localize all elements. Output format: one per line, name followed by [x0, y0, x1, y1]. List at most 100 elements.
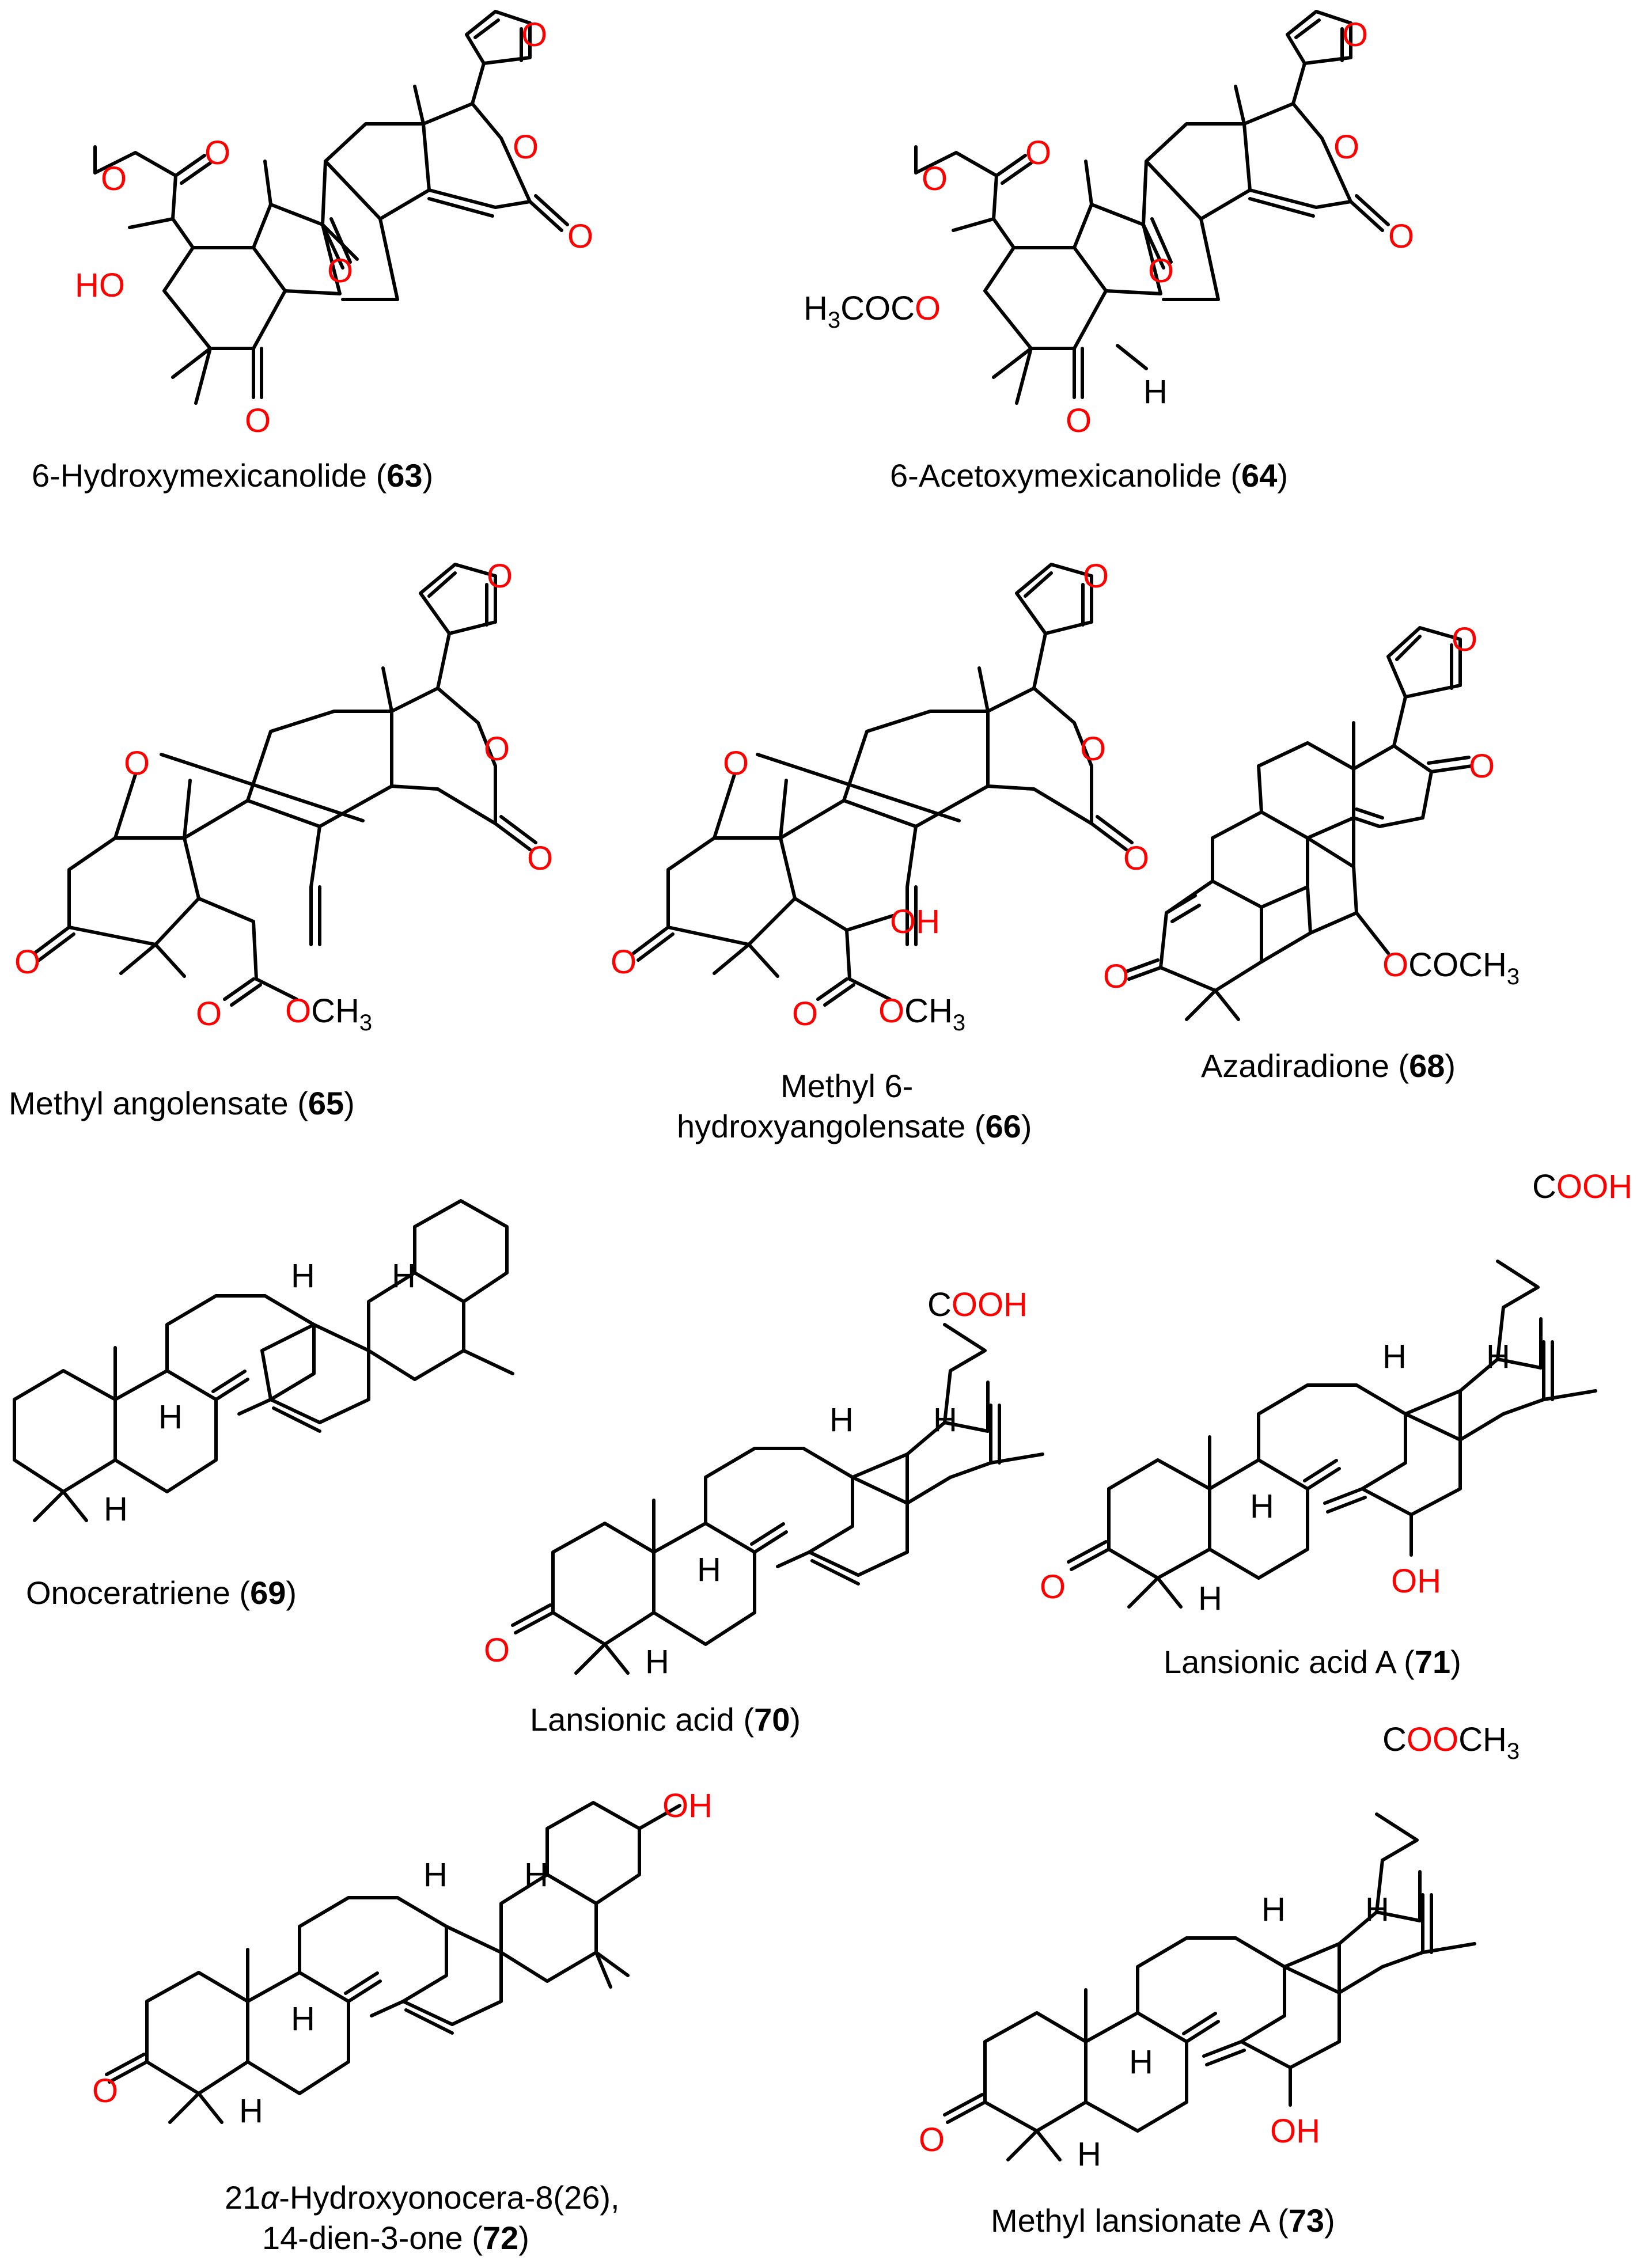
caption-66-line1: Methyl 6- [780, 1068, 913, 1104]
atom-h2-73: H [1365, 1891, 1389, 1928]
atom-o-lactone-carbonyl-63: O [567, 218, 593, 255]
atom-h4-71: H [1198, 1580, 1222, 1617]
acetoxy-coc-64: COC [840, 290, 915, 327]
caption-72-line2: 14-dien-3-one (72) [262, 2220, 529, 2256]
ester-oo-73: OO [1407, 1721, 1458, 1758]
ester-ch-73: CH [1458, 1721, 1507, 1758]
atom-o-ketone-66: O [611, 943, 636, 981]
ester-group-73: COOCH3 [1382, 1721, 1520, 1764]
structure-71: O COOH OH H H H H Lansionic acid A (71) [1040, 1168, 1632, 1680]
atom-h1-72: H [423, 1856, 448, 1894]
atom-h2-69: H [392, 1257, 416, 1295]
atom-o-furan-66: O [1083, 557, 1109, 595]
caption-71-name: Lansionic acid A ( [1164, 1644, 1415, 1680]
caption-69-close: ) [286, 1575, 297, 1611]
atom-oh-66: OH [890, 903, 940, 940]
caption-68-name: Azadiradione ( [1201, 1048, 1409, 1084]
caption-72-name: 14-dien-3-one ( [262, 2220, 483, 2256]
atom-o-ester-63: O [101, 160, 127, 198]
methoxy-sub3-66: 3 [953, 1010, 965, 1036]
atom-oh-73: OH [1270, 2112, 1320, 2150]
atom-h3-70: H [697, 1551, 721, 1588]
atom-o-ester-65: O [196, 995, 222, 1033]
caption-72-rest: -Hydroxyonocera-8(26), [279, 2179, 619, 2216]
atom-o-ester-64: O [922, 160, 948, 198]
carboxy-ooh-71: OOH [1556, 1168, 1632, 1205]
atom-h2-72: H [524, 1856, 548, 1894]
compound-number-69: 69 [250, 1575, 286, 1611]
methoxy-group-66: OCH3 [878, 992, 965, 1036]
caption-72-alpha: α [260, 2179, 280, 2216]
methoxy-sub3-65: 3 [359, 1010, 372, 1036]
acetoxy-o-68: O [1382, 946, 1408, 984]
atom-o-furan-65: O [487, 557, 513, 595]
compound-number-70: 70 [754, 1701, 790, 1738]
caption-72-close: ) [518, 2220, 529, 2256]
caption-69-name: Onoceratriene ( [26, 1575, 250, 1611]
structure-69: H H H H Onoceratriene (69) [13, 1199, 514, 1611]
atom-o-furan-64: O [1342, 16, 1368, 54]
atom-h3-72: H [291, 2000, 315, 2038]
atom-o-lactone-carbonyl-66: O [1123, 840, 1149, 877]
atom-o-lactone-63: O [513, 128, 539, 166]
atom-o-carbonyl-63: O [204, 134, 230, 172]
caption-71-close: ) [1450, 1644, 1461, 1680]
atom-h2-70: H [933, 1401, 957, 1439]
caption-70: Lansionic acid (70) [530, 1701, 801, 1738]
atom-h2-71: H [1486, 1338, 1510, 1375]
atom-o-epoxy-66: O [723, 745, 749, 782]
methoxy-ch-66: CH [904, 992, 953, 1030]
acetoxy-group-68: OCOCH3 [1382, 946, 1520, 989]
caption-69: Onoceratriene (69) [26, 1575, 297, 1611]
atom-o-bridge-ketone-63: O [327, 252, 353, 290]
atom-h4-69: H [104, 1490, 128, 1528]
atom-o-ketone-63: O [245, 402, 271, 439]
caption-70-name: Lansionic acid ( [530, 1701, 754, 1738]
caption-63-close: ) [423, 457, 434, 494]
structure-64: O O H3COCO O O H O O O 6-Acetoxymexicano… [804, 10, 1414, 494]
atom-h1-69: H [291, 1257, 315, 1295]
atom-o-ketone-73: O [919, 2121, 945, 2159]
carboxy-group-70: COOH [927, 1286, 1028, 1323]
atom-o-bridge-ketone-64: O [1148, 252, 1174, 290]
caption-66-line2: hydroxyangolensate (66) [677, 1108, 1032, 1144]
caption-72-line1: 21α-Hydroxyonocera-8(26), [225, 2179, 620, 2216]
caption-66-close: ) [1021, 1108, 1032, 1144]
structure-66: O O OH O O O O OCH3 Methyl 6- hydroxyang… [611, 557, 1149, 1144]
caption-64-name: 6-Acetoxymexicanolide ( [890, 457, 1241, 494]
caption-73: Methyl lansionate A (73) [991, 2202, 1335, 2239]
atom-o-lactone-carbonyl-64: O [1388, 218, 1414, 255]
atom-h4-70: H [645, 1643, 669, 1681]
carboxy-ooh-70: OOH [952, 1286, 1028, 1323]
atom-o-lactone-64: O [1333, 128, 1359, 166]
caption-65-close: ) [344, 1085, 355, 1121]
caption-68: Azadiradione (68) [1201, 1048, 1456, 1084]
caption-73-name: Methyl lansionate A ( [991, 2202, 1289, 2239]
structure-63: O O HO O O O O O 6-Hydroxymexicanolide (… [32, 10, 593, 494]
structure-65: O O O O O O OCH3 Methyl angolensate (65) [9, 557, 553, 1121]
atom-oh-71: OH [1391, 1562, 1441, 1600]
atom-o-epoxy-65: O [124, 745, 150, 782]
structure-73: O COOCH3 OH H H H H Methyl lansionate A … [919, 1721, 1520, 2239]
atom-o-carbonyl-64: O [1025, 134, 1051, 172]
compound-number-65: 65 [308, 1085, 344, 1121]
atom-h4-72: H [239, 2092, 263, 2130]
atom-oh-72: OH [662, 1787, 713, 1825]
atom-o-ketone-65: O [14, 943, 40, 981]
methoxy-group-65: OCH3 [285, 992, 372, 1036]
atom-h1-70: H [829, 1401, 854, 1439]
atom-o-cyclopentenone-68: O [1469, 748, 1495, 785]
atom-o-lactone-66: O [1080, 730, 1106, 768]
caption-68-close: ) [1445, 1048, 1456, 1084]
caption-71: Lansionic acid A (71) [1164, 1644, 1461, 1680]
atom-o-furan-63: O [521, 16, 547, 54]
atom-o-ester-66: O [792, 995, 818, 1033]
compound-number-66: 66 [985, 1108, 1021, 1144]
acetoxy-coch-68: COCH [1408, 946, 1507, 984]
atom-h1-73: H [1261, 1891, 1286, 1928]
atom-h1-71: H [1382, 1338, 1407, 1375]
caption-65-name: Methyl angolensate ( [9, 1085, 308, 1121]
caption-70-close: ) [790, 1701, 801, 1738]
atom-h3-71: H [1250, 1488, 1274, 1525]
